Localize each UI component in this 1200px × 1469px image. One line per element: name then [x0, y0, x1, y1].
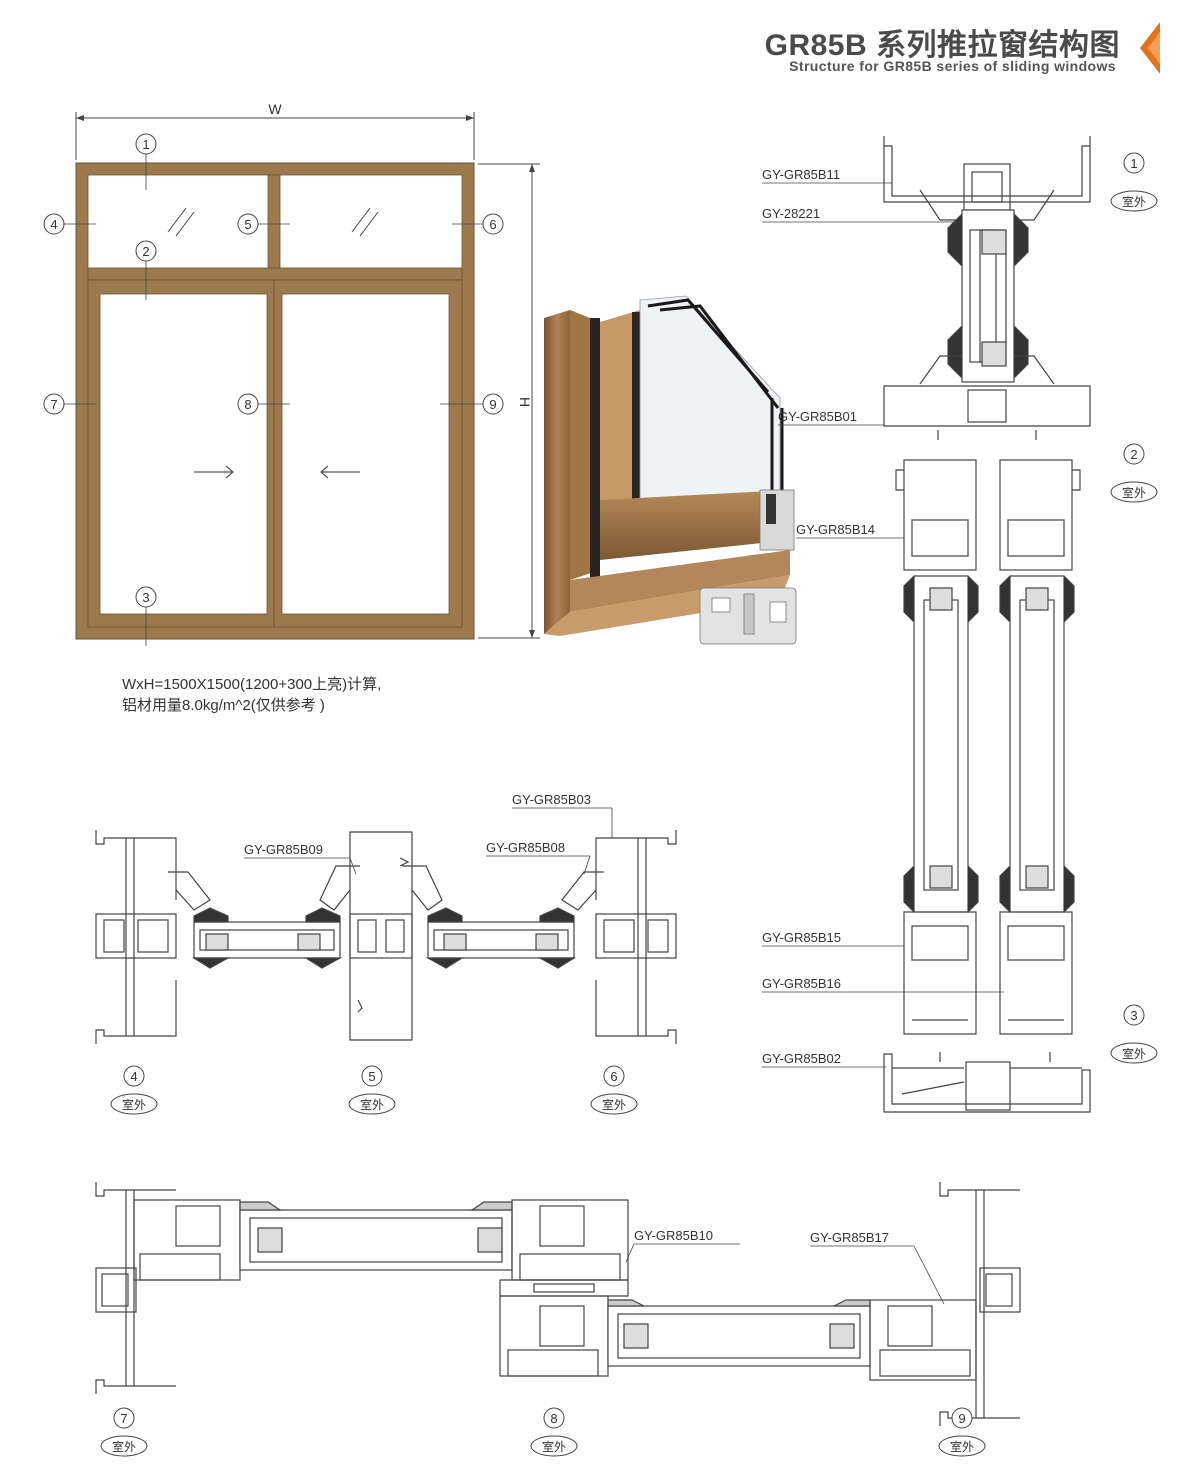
vs-callout-3: 3: [1123, 1004, 1145, 1026]
label-gr85b02: GY-GR85B02: [762, 1051, 841, 1066]
callout-3: 3: [135, 586, 157, 608]
ts-outside-6: 室外: [590, 1093, 638, 1115]
vs-outside-1: 室外: [1110, 190, 1158, 212]
vertical-section: [883, 136, 1091, 1113]
transom-section-labels: GY-GR85B03 GY-GR85B09 GY-GR85B08 4 室外 5 …: [110, 792, 638, 1115]
label-gr85b14: GY-GR85B14: [796, 522, 875, 537]
corner-profile-render: [544, 295, 797, 645]
svg-text:室外: 室外: [360, 1097, 384, 1112]
svg-text:6: 6: [489, 217, 496, 232]
ts-outside-4: 室外: [110, 1093, 158, 1115]
ss-callout-8: 8: [543, 1407, 565, 1429]
ss-outside-7: 室外: [100, 1435, 148, 1457]
vs-callout-1: 1: [1123, 152, 1145, 174]
label-gr85b16: GY-GR85B16: [762, 976, 841, 991]
svg-text:5: 5: [244, 217, 251, 232]
ts-callout-4: 4: [123, 1065, 145, 1087]
label-gr85b08: GY-GR85B08: [486, 840, 565, 855]
callout-1: 1: [135, 133, 157, 155]
svg-text:7: 7: [50, 397, 57, 412]
callout-6: 6: [482, 213, 504, 235]
svg-text:6: 6: [610, 1069, 617, 1084]
transom-section: [95, 830, 677, 1044]
svg-text:3: 3: [142, 590, 149, 605]
accent-arrow-icon: [1140, 22, 1160, 74]
svg-text:8: 8: [550, 1411, 557, 1426]
label-gr85b15: GY-GR85B15: [762, 930, 841, 945]
label-gr85b03: GY-GR85B03: [512, 792, 591, 807]
callout-9: 9: [482, 393, 504, 415]
svg-text:室外: 室外: [602, 1097, 626, 1112]
window-elevation: W H: [43, 101, 540, 646]
svg-text:7: 7: [120, 1411, 127, 1426]
sash-section: [95, 1182, 1021, 1426]
callout-7: 7: [43, 393, 65, 415]
vs-outside-2: 室外: [1110, 481, 1158, 503]
label-gr85b17: GY-GR85B17: [810, 1230, 889, 1245]
svg-text:室外: 室外: [950, 1439, 974, 1454]
page-subtitle: Structure for GR85B series of sliding wi…: [789, 58, 1116, 74]
note-line-1: WxH=1500X1500(1200+300上亮)计算,: [122, 675, 381, 693]
vs-outside-3: 室外: [1110, 1042, 1158, 1064]
svg-text:4: 4: [50, 217, 57, 232]
ss-callout-7: 7: [113, 1407, 135, 1429]
ts-outside-5: 室外: [348, 1093, 396, 1115]
label-28221: GY-28221: [762, 206, 820, 221]
callout-8: 8: [237, 393, 259, 415]
svg-text:室外: 室外: [112, 1439, 136, 1454]
label-gr85b09: GY-GR85B09: [244, 842, 323, 857]
callout-4: 4: [43, 213, 65, 235]
svg-text:室外: 室外: [1122, 194, 1146, 209]
svg-text:9: 9: [958, 1411, 965, 1426]
svg-text:2: 2: [1130, 447, 1137, 462]
vs-callout-2: 2: [1123, 443, 1145, 465]
svg-text:室外: 室外: [1122, 485, 1146, 500]
svg-text:1: 1: [142, 137, 149, 152]
svg-text:室外: 室外: [1122, 1046, 1146, 1061]
ts-callout-6: 6: [603, 1065, 625, 1087]
label-gr85b10: GY-GR85B10: [634, 1228, 713, 1243]
svg-text:室外: 室外: [542, 1439, 566, 1454]
sash-section-labels: GY-GR85B10 GY-GR85B17 7 室外 8 室外 9 室外: [100, 1228, 986, 1457]
svg-text:4: 4: [130, 1069, 137, 1084]
callout-5: 5: [237, 213, 259, 235]
label-gr85b01: GY-GR85B01: [778, 409, 857, 424]
ss-outside-9: 室外: [938, 1435, 986, 1457]
svg-text:2: 2: [142, 244, 149, 259]
ts-callout-5: 5: [361, 1065, 383, 1087]
svg-text:5: 5: [368, 1069, 375, 1084]
height-label: H: [517, 397, 533, 407]
vertical-section-labels: GY-GR85B11 GY-28221 GY-GR85B01 GY-GR85B1…: [762, 152, 1158, 1068]
callout-2: 2: [135, 240, 157, 262]
svg-text:8: 8: [244, 397, 251, 412]
width-label: W: [268, 101, 282, 117]
label-gr85b11: GY-GR85B11: [762, 167, 840, 182]
ss-callout-9: 9: [951, 1407, 973, 1429]
page-title: GR85B 系列推拉窗结构图: [764, 29, 1120, 62]
svg-text:室外: 室外: [122, 1097, 146, 1112]
ss-outside-8: 室外: [530, 1435, 578, 1457]
svg-text:9: 9: [489, 397, 496, 412]
svg-text:1: 1: [1130, 156, 1137, 171]
svg-text:3: 3: [1130, 1008, 1137, 1023]
note-line-2: 铝材用量8.0kg/m^2(仅供参考 ): [122, 697, 325, 714]
